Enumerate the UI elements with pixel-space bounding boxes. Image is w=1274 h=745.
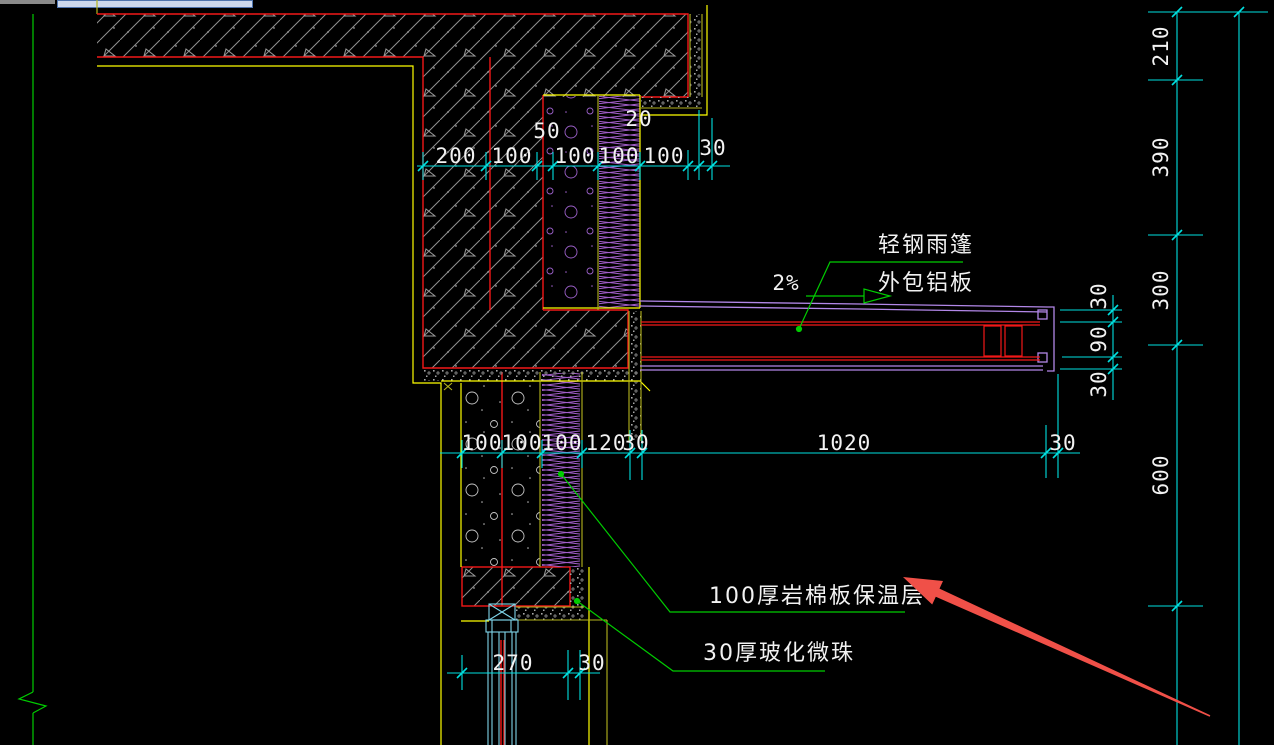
red-annotation-arrow	[903, 577, 1211, 717]
canopy-layer	[639, 300, 1055, 372]
dim-label: 100	[555, 144, 596, 168]
dim-label: 50	[533, 119, 560, 143]
block-infill-lower	[462, 383, 540, 567]
dim-label: 390	[1149, 137, 1173, 178]
dim-label: 200	[436, 144, 477, 168]
beads-label: 30厚玻化微珠	[703, 641, 855, 666]
break-mark	[443, 382, 453, 391]
dim-label: 100	[644, 144, 685, 168]
slope-label: 2%	[772, 271, 799, 295]
dim-label: 30	[1049, 431, 1076, 455]
aluminium-cladding-lines	[639, 300, 1055, 372]
leader-layer	[557, 261, 963, 672]
render-coat-layer	[423, 14, 702, 620]
insulation-layer	[542, 96, 640, 567]
dim-label: 30	[622, 431, 649, 455]
dim-label: 90	[1087, 325, 1111, 352]
dim-label: 20	[625, 107, 652, 131]
dim-label: 300	[1149, 270, 1173, 311]
dim-label: 100	[502, 431, 543, 455]
finish-line-layer	[97, 5, 708, 745]
block-infill-upper	[544, 96, 598, 308]
dim-label: 30	[1087, 370, 1111, 397]
dim-label: 100	[542, 431, 583, 455]
window-frame	[485, 603, 519, 745]
canopy-label-line2: 外包铝板	[878, 271, 974, 296]
dimension-labels: 200 100 50 100 100 100 20 30 100 100 100…	[436, 26, 1173, 675]
rock-wool-lower	[542, 373, 580, 567]
dim-label: 30	[1087, 282, 1111, 309]
annotation-labels: 2% 轻钢雨篷 外包铝板 100厚岩棉板保温层 30厚玻化微珠	[703, 233, 974, 666]
steel-frame-lines	[641, 321, 1040, 361]
dim-label: 30	[699, 136, 726, 160]
dim-label: 30	[578, 651, 605, 675]
dim-label: 1020	[817, 431, 872, 455]
lintel-beam	[461, 566, 571, 607]
dim-label: 100	[462, 431, 503, 455]
canopy-label-line1: 轻钢雨篷	[878, 233, 974, 258]
dim-label: 270	[493, 651, 534, 675]
dim-label: 100	[599, 144, 640, 168]
dim-label: 100	[492, 144, 533, 168]
background-window-titlebar-fragment[interactable]	[57, 0, 253, 8]
concrete-structure-layer	[97, 13, 689, 745]
break-symbol	[17, 691, 48, 714]
dim-label: 210	[1149, 26, 1173, 67]
masonry-infill-layer	[462, 96, 598, 567]
dim-label: 120	[586, 431, 627, 455]
dim-label: 600	[1149, 455, 1173, 496]
dimension-tick-marks	[417, 6, 1245, 679]
rock-wool-upper	[599, 96, 640, 308]
insulation-label: 100厚岩棉板保温层	[709, 584, 925, 609]
grid-line-layer	[17, 14, 48, 745]
background-window-fragment[interactable]	[0, 0, 55, 4]
